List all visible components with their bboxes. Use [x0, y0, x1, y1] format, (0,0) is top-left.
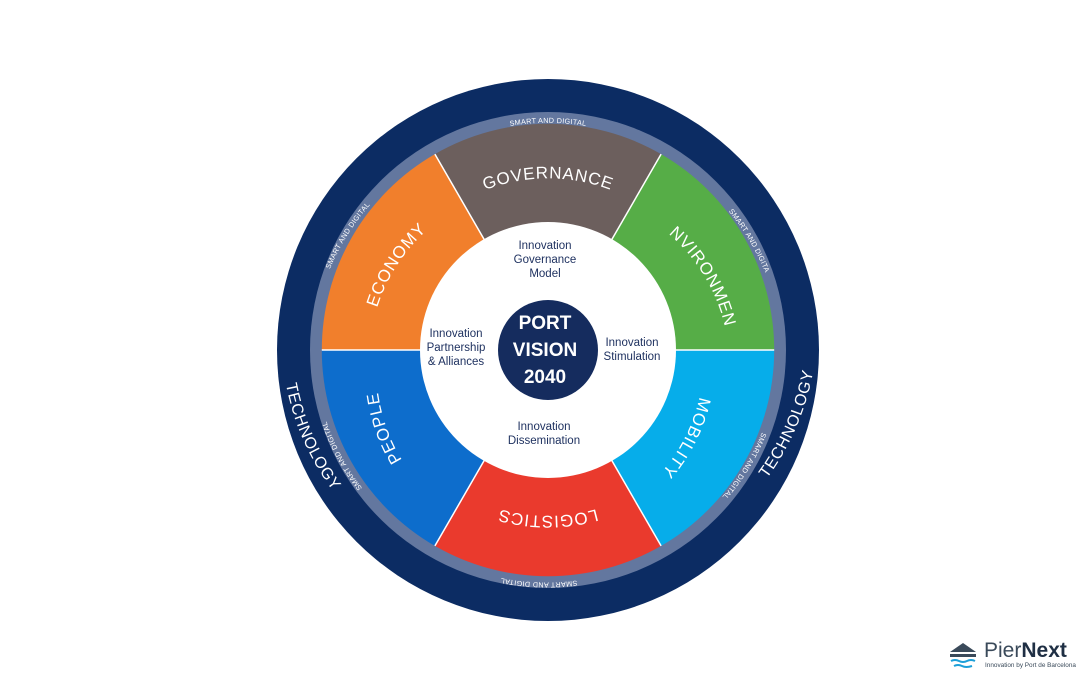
svg-text:PORT: PORT — [519, 313, 572, 334]
svg-text:SMART AND DIGITAL: SMART AND DIGITAL — [509, 116, 587, 128]
svg-text:Stimulation: Stimulation — [604, 351, 661, 363]
center-circle — [498, 300, 598, 400]
svg-text:& Alliances: & Alliances — [428, 356, 485, 368]
svg-text:Dissemination: Dissemination — [508, 435, 580, 447]
svg-text:Partnership: Partnership — [427, 342, 486, 354]
svg-text:TECHNOLOGY: TECHNOLOGY — [487, 43, 609, 67]
svg-text:Innovation: Innovation — [517, 421, 570, 433]
logo-tagline: Innovation by Port de Barcelona — [985, 662, 1076, 669]
svg-text:Innovation: Innovation — [605, 337, 658, 349]
svg-text:Innovation: Innovation — [518, 240, 571, 252]
center-title: PORT VISION 2040 — [513, 313, 577, 388]
inner-label-bottom: Innovation Dissemination — [508, 421, 580, 447]
svg-text:Model: Model — [529, 268, 560, 280]
svg-text:Innovation: Innovation — [429, 328, 482, 340]
inner-label-left: Innovation Partnership & Alliances — [427, 328, 486, 368]
svg-text:VISION: VISION — [513, 340, 577, 361]
logo-wordmark: PierNext — [984, 640, 1067, 662]
svg-text:Governance: Governance — [514, 254, 577, 266]
piernext-logo: PierNext Innovation by Port de Barcelona — [948, 640, 1078, 674]
logo-name-light: Pier — [984, 639, 1022, 662]
inner-label-top: Innovation Governance Model — [514, 240, 577, 280]
ring-label-top: SMART AND DIGITAL — [509, 116, 587, 128]
outer-label-top: TECHNOLOGY — [487, 43, 609, 67]
inner-label-right: Innovation Stimulation — [604, 337, 661, 363]
svg-text:2040: 2040 — [524, 367, 566, 388]
logo-name-bold: Next — [1021, 639, 1067, 662]
pier-wave-icon — [950, 643, 976, 668]
